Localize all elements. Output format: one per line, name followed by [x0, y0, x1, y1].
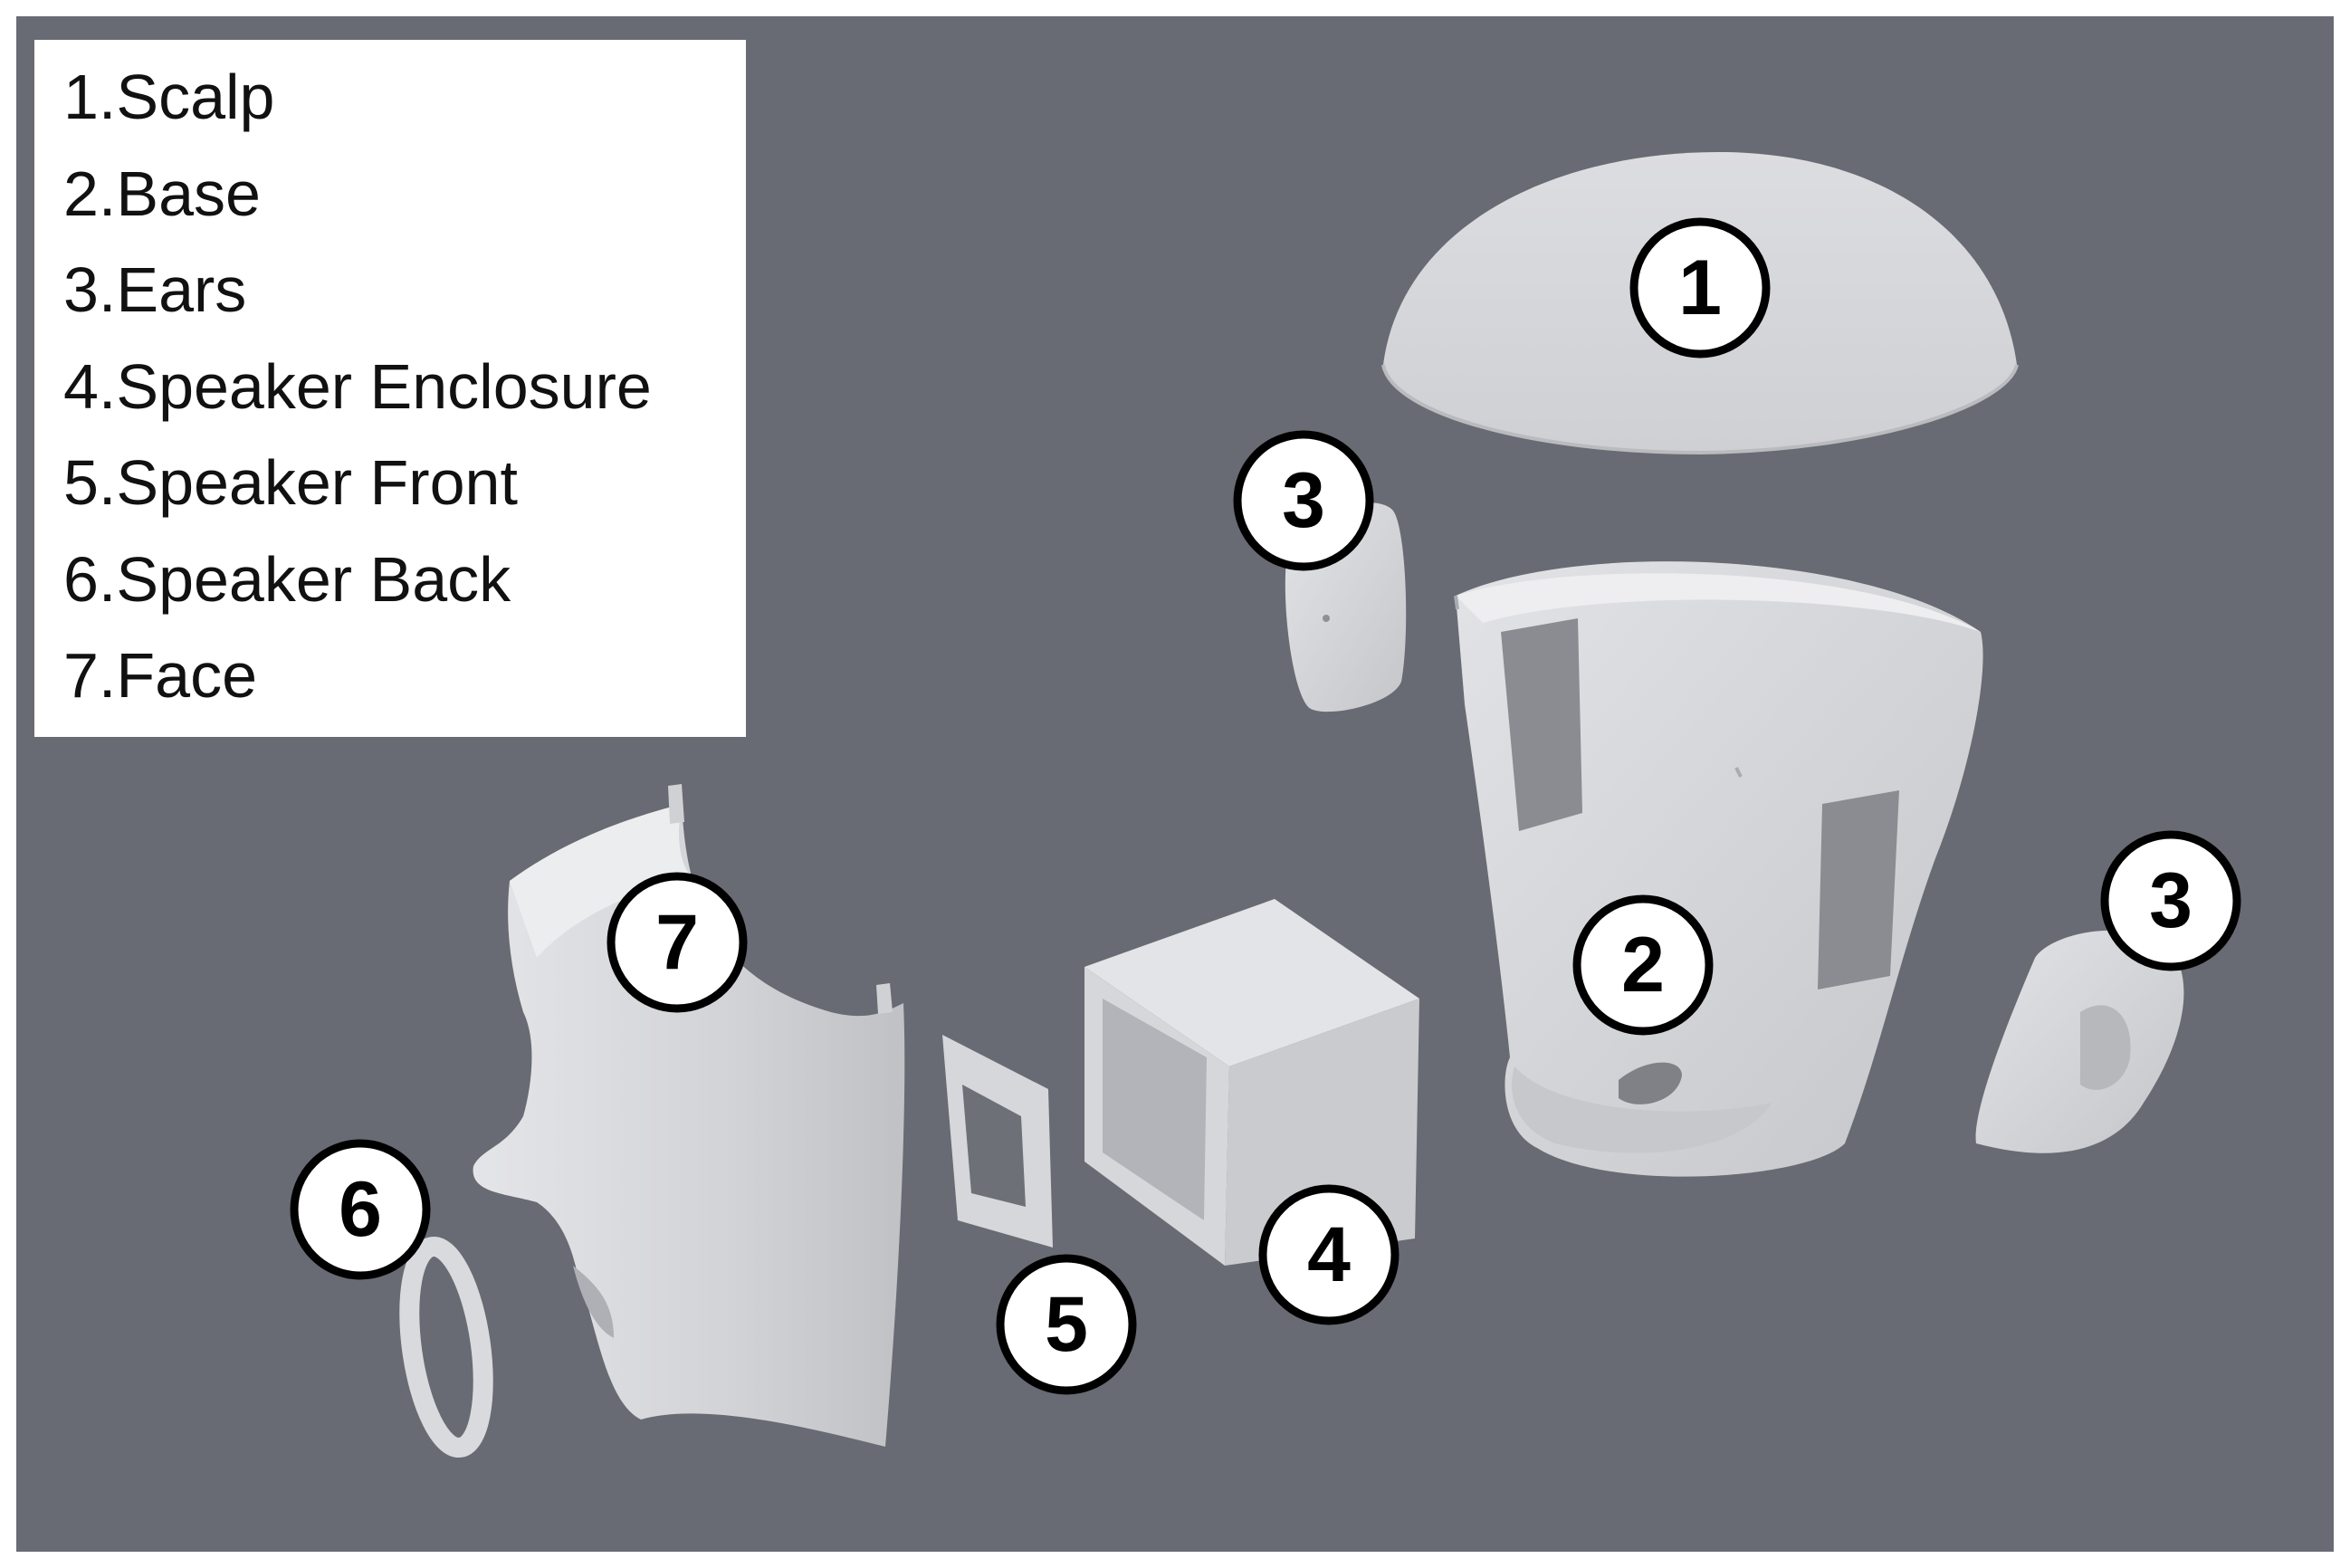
- callout-speaker-enclosure: 4: [1258, 1184, 1399, 1325]
- legend-item-base: 2.Base: [63, 158, 261, 229]
- callout-speaker-back-label: 6: [339, 1166, 382, 1253]
- callout-base-label: 2: [1621, 922, 1665, 1009]
- diagram-frame: 1 3 2 3 7 4 5 6 1.Scalp: [16, 16, 2334, 1552]
- legend-item-speaker-front: 5.Speaker Front: [63, 447, 518, 518]
- callout-ear-right-label: 3: [2149, 857, 2192, 944]
- legend-item-face: 7.Face: [63, 640, 257, 711]
- callout-ear-left: 3: [1233, 430, 1374, 571]
- speaker-back-part: [399, 1236, 493, 1458]
- legend-item-ears: 3.Ears: [63, 254, 247, 325]
- callout-scalp: 1: [1629, 217, 1771, 359]
- callout-scalp-label: 1: [1678, 244, 1722, 331]
- callout-face: 7: [607, 872, 748, 1013]
- callout-base: 2: [1572, 894, 1714, 1036]
- callout-speaker-front: 5: [996, 1254, 1137, 1395]
- legend-item-scalp: 1.Scalp: [63, 62, 275, 132]
- callout-speaker-back: 6: [290, 1139, 431, 1280]
- exploded-view-diagram: 1 3 2 3 7 4 5 6: [290, 152, 2241, 1458]
- face-part: [473, 784, 905, 1447]
- parts-legend: 1.Scalp 2.Base 3.Ears 4.Speaker Enclosur…: [34, 40, 746, 737]
- speaker-front-part: [942, 1035, 1053, 1248]
- legend-item-speaker-back: 6.Speaker Back: [63, 543, 511, 615]
- callout-speaker-enclosure-label: 4: [1307, 1211, 1351, 1298]
- callout-face-label: 7: [655, 899, 699, 986]
- ear-right-part: [1975, 930, 2184, 1153]
- callout-ear-right: 3: [2100, 830, 2241, 971]
- legend-item-speaker-enclosure: 4.Speaker Enclosure: [63, 350, 652, 422]
- callout-speaker-front-label: 5: [1045, 1281, 1088, 1368]
- base-part: [1454, 561, 1983, 1177]
- callout-ear-left-label: 3: [1282, 457, 1325, 544]
